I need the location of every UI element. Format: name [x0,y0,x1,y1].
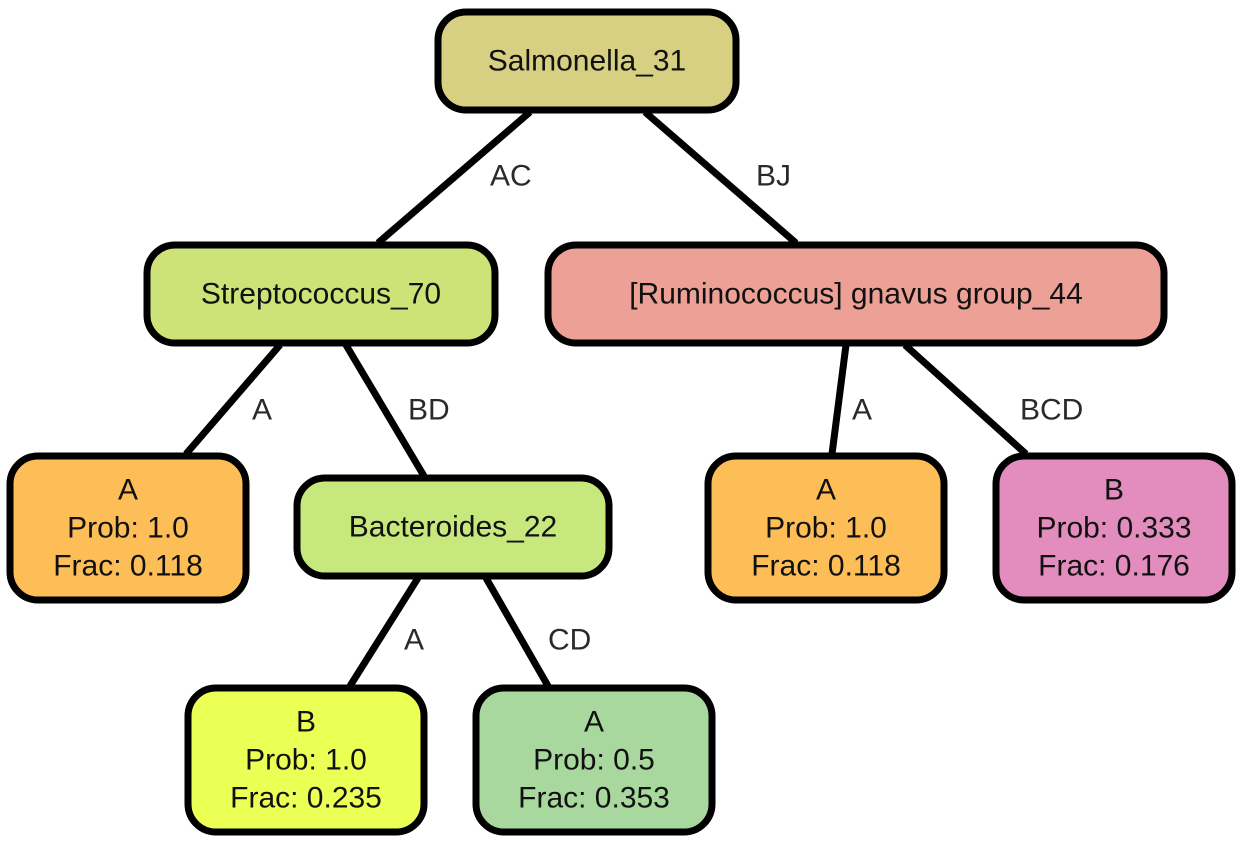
node-class-label: A [816,474,836,507]
edge-label: A [252,394,272,427]
node-prob-label: Prob: 0.5 [533,744,655,777]
node-title: Salmonella_31 [488,45,686,78]
node-box [704,452,948,604]
edge-line [642,109,799,246]
node-box [434,8,740,114]
node-box [184,684,428,836]
node-box [143,241,499,347]
node-box [472,684,716,836]
edge-ruminococcus-to-leaf-rum-a: A [828,344,872,455]
edge-line [828,344,850,455]
node-frac-label: Frac: 0.118 [53,550,203,583]
node-frac-label: Frac: 0.118 [751,550,901,583]
edge-bacteroides-to-leaf-bact-a: CD [482,576,591,688]
node-title: Bacteroides_22 [349,511,557,544]
node-box [544,241,1168,347]
edge-salmonella-to-ruminococcus: BJ [642,109,799,246]
node-prob-label: Prob: 0.333 [1036,512,1191,545]
node-box [6,452,250,604]
edge-line [342,343,428,478]
node-title: Streptococcus_70 [201,278,441,311]
node-prob-label: Prob: 1.0 [765,512,887,545]
edge-label: A [852,394,872,427]
edge-salmonella-to-streptococcus: AC [375,109,533,246]
node-prob-label: Prob: 1.0 [245,744,367,777]
edge-label: BJ [756,160,791,193]
edge-line [347,576,421,688]
node-class-label: B [296,706,316,739]
node-class-label: A [584,706,604,739]
edge-ruminococcus-to-leaf-rum-b: BCD [902,342,1083,457]
node-title: [Ruminococcus] gnavus group_44 [629,278,1083,311]
edge-label: CD [548,624,591,657]
node-box [293,474,613,580]
node-streptococcus: Streptococcus_70 [143,241,499,347]
node-box [992,452,1236,604]
edge-streptococcus-to-leaf-strep-a: A [183,342,283,457]
edge-line [183,342,283,457]
node-salmonella: Salmonella_31 [434,8,740,114]
node-bacteroides: Bacteroides_22 [293,474,613,580]
node-frac-label: Frac: 0.235 [230,782,382,815]
edge-line [902,342,1029,457]
node-class-label: B [1104,474,1124,507]
node-prob-label: Prob: 1.0 [67,512,189,545]
edge-label: BD [408,394,450,427]
edge-label: AC [490,160,532,193]
edge-bacteroides-to-leaf-bact-b: A [347,576,424,688]
edge-label: BCD [1020,394,1083,427]
edge-line [375,109,533,246]
edge-line [482,576,552,688]
node-ruminococcus: [Ruminococcus] gnavus group_44 [544,241,1168,347]
node-class-label: A [118,474,138,507]
node-frac-label: Frac: 0.176 [1038,550,1190,583]
edge-streptococcus-to-bacteroides: BD [342,343,450,478]
edges-layer: AC BJ A BD A BCD A CD [183,109,1083,688]
node-frac-label: Frac: 0.353 [518,782,670,815]
edge-label: A [404,624,424,657]
